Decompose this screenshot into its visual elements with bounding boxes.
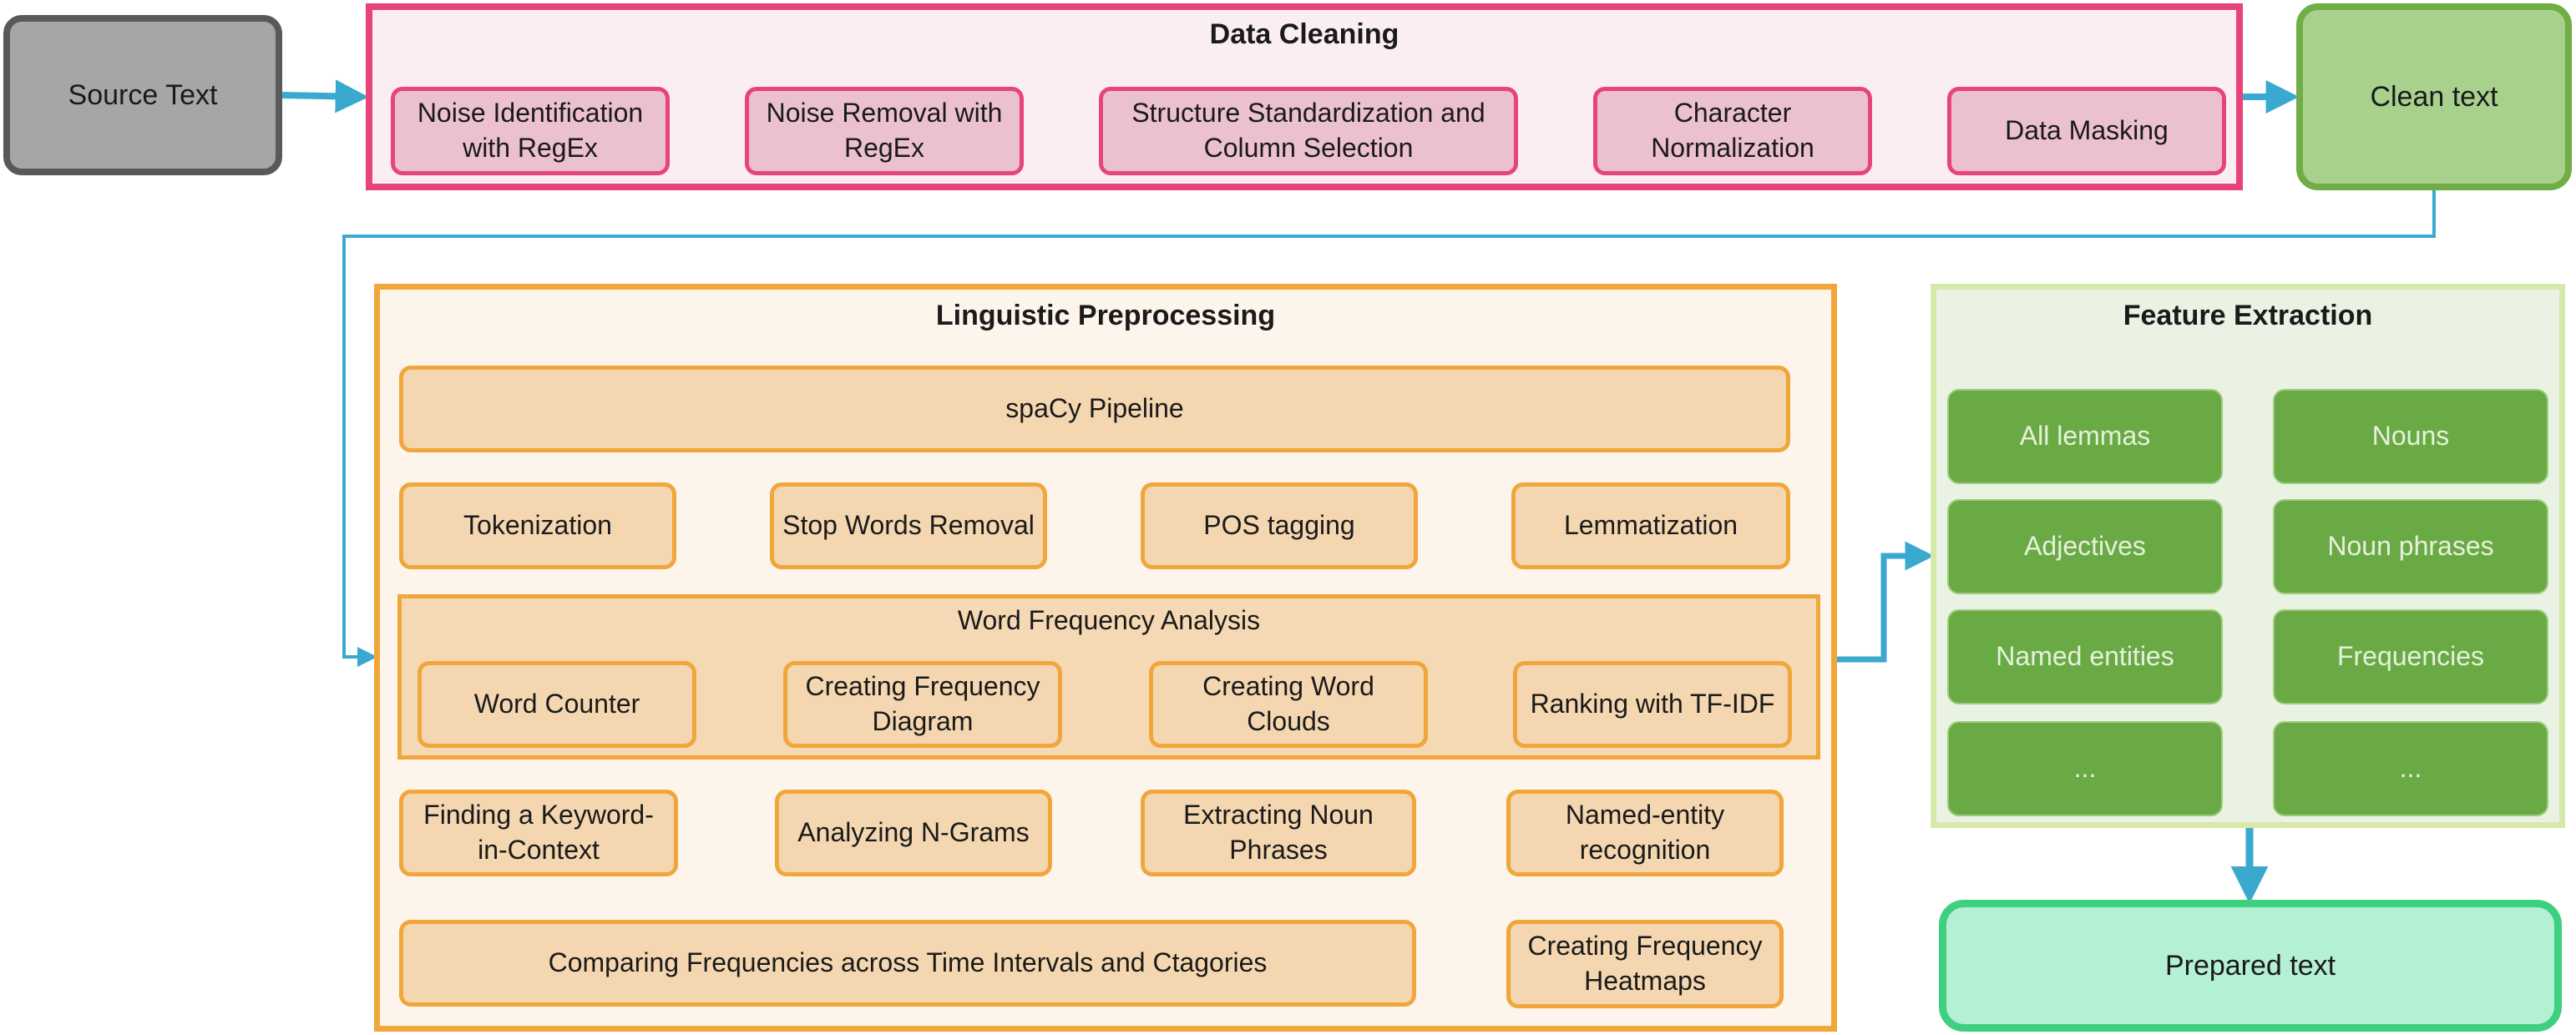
feature-noun-phrases: Noun phrases	[2273, 499, 2548, 594]
feature-label: Frequencies	[2336, 641, 2485, 672]
prepared-text-label: Prepared text	[2164, 949, 2336, 982]
cleaning-step-structure-standardization: Structure Standardization and Column Sel…	[1099, 87, 1518, 175]
cleaning-step-label: Structure Standardization and Column Sel…	[1131, 98, 1485, 163]
cleaning-step-label: Character Normalization	[1651, 98, 1814, 163]
cleaning-step-label: Noise Identification with RegEx	[417, 98, 644, 163]
feature-nouns: Nouns	[2273, 389, 2548, 484]
pipeline-step-tokenization: Tokenization	[399, 482, 676, 569]
arrow-linguistic-to-features	[1837, 541, 1935, 663]
linguistic-preprocessing-title: Linguistic Preprocessing	[935, 300, 1276, 331]
feature-extraction-title: Feature Extraction	[2123, 300, 2373, 331]
feature-more-right: ...	[2273, 721, 2548, 816]
analysis-n-grams: Analyzing N-Grams	[775, 790, 1052, 876]
cleaning-step-noise-identification: Noise Identification with RegEx	[391, 87, 670, 175]
wfa-item-label: Ranking with TF-IDF	[1530, 689, 1775, 719]
pipeline-step-lemmatization: Lemmatization	[1511, 482, 1790, 569]
analysis-label: Extracting Noun Phrases	[1183, 800, 1374, 865]
pipeline-step-label: Lemmatization	[1563, 510, 1738, 541]
analysis-keyword-in-context: Finding a Keyword-in-Context	[399, 790, 678, 876]
word-frequency-analysis-title: Word Frequency Analysis	[957, 605, 1261, 635]
pipeline-step-label: POS tagging	[1203, 510, 1355, 541]
feature-label: ...	[2399, 753, 2422, 784]
comparing-frequencies-label: Comparing Frequencies across Time Interv…	[548, 947, 1268, 978]
pipeline-step-pos-tagging: POS tagging	[1141, 482, 1418, 569]
feature-label: ...	[2073, 753, 2097, 784]
feature-label: Named entities	[1996, 641, 2174, 672]
data-cleaning-title: Data Cleaning	[1209, 18, 1399, 50]
cleaning-step-noise-removal: Noise Removal with RegEx	[745, 87, 1024, 175]
feature-adjectives: Adjectives	[1947, 499, 2223, 594]
feature-label: Adjectives	[2024, 531, 2146, 562]
cleaning-step-character-normalization: Character Normalization	[1593, 87, 1872, 175]
wfa-item-label: Creating Frequency Diagram	[805, 671, 1040, 736]
wfa-creating-frequency-diagram: Creating Frequency Diagram	[783, 661, 1062, 748]
wfa-ranking-tf-idf: Ranking with TF-IDF	[1513, 661, 1792, 748]
wfa-item-label: Creating Word Clouds	[1202, 671, 1374, 736]
arrow-source-to-cleaning	[281, 79, 369, 114]
cleaning-step-label: Data Masking	[2005, 115, 2169, 146]
feature-label: Noun phrases	[2327, 531, 2494, 562]
pipeline-step-label: Tokenization	[463, 510, 612, 541]
source-text-label: Source Text	[68, 78, 218, 111]
feature-more-left: ...	[1947, 721, 2223, 816]
spacy-pipeline-label: spaCy Pipeline	[1005, 393, 1184, 424]
creating-frequency-heatmaps-label: Creating Frequency Heatmaps	[1527, 931, 1763, 996]
wfa-creating-word-clouds: Creating Word Clouds	[1149, 661, 1428, 748]
source-text-node: Source Text	[3, 15, 282, 175]
cleaning-step-label: Noise Removal with RegEx	[766, 98, 1003, 163]
feature-label: Nouns	[2371, 421, 2450, 452]
arrow-clean-to-linguistic	[342, 190, 2436, 667]
pipeline-step-label: Stop Words Removal	[782, 510, 1035, 541]
analysis-named-entity-recognition: Named-entity recognition	[1506, 790, 1784, 876]
clean-text-node: Clean text	[2296, 3, 2572, 190]
spacy-pipeline-box: spaCy Pipeline	[399, 366, 1790, 452]
wfa-item-label: Word Counter	[473, 689, 640, 719]
clean-text-label: Clean text	[2370, 80, 2498, 113]
wfa-word-counter: Word Counter	[418, 661, 696, 748]
feature-named-entities: Named entities	[1947, 609, 2223, 704]
feature-label: All lemmas	[2019, 421, 2151, 452]
feature-all-lemmas: All lemmas	[1947, 389, 2223, 484]
creating-frequency-heatmaps-box: Creating Frequency Heatmaps	[1506, 920, 1784, 1008]
comparing-frequencies-box: Comparing Frequencies across Time Interv…	[399, 920, 1416, 1007]
prepared-text-node: Prepared text	[1939, 900, 2562, 1032]
analysis-label: Analyzing N-Grams	[797, 817, 1030, 848]
analysis-extracting-noun-phrases: Extracting Noun Phrases	[1141, 790, 1416, 876]
analysis-label: Finding a Keyword-in-Context	[423, 800, 654, 865]
feature-frequencies: Frequencies	[2273, 609, 2548, 704]
analysis-label: Named-entity recognition	[1565, 800, 1725, 865]
cleaning-step-data-masking: Data Masking	[1947, 87, 2226, 175]
pipeline-step-stop-words-removal: Stop Words Removal	[770, 482, 1047, 569]
